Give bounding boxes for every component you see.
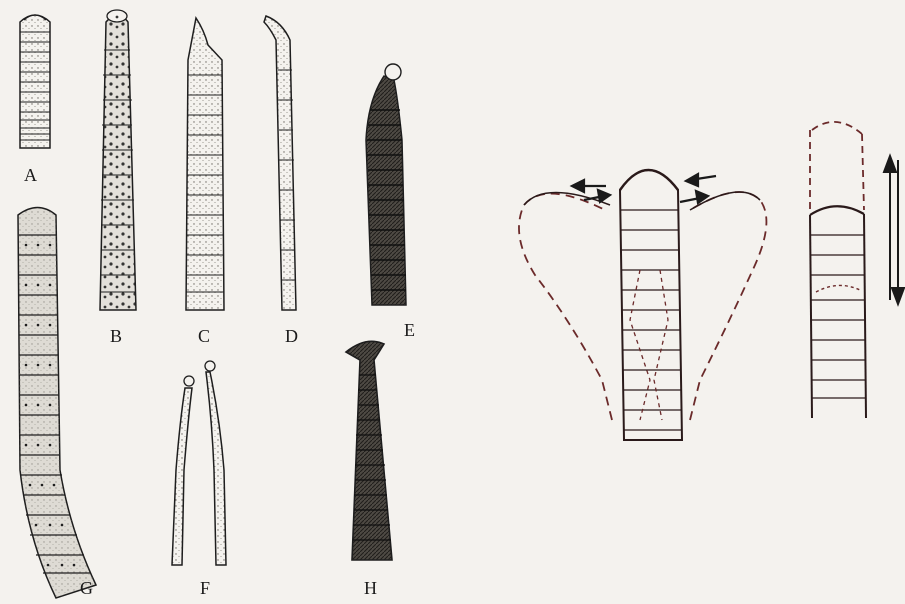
label-c: C (198, 326, 210, 347)
arrows-out (572, 174, 716, 203)
specimen-h (346, 341, 392, 560)
label-a: A (24, 165, 37, 186)
label-h: H (364, 578, 377, 599)
double-arrow (884, 156, 904, 304)
label-e: E (404, 320, 415, 341)
specimen-b (100, 10, 136, 310)
label-d: D (285, 326, 298, 347)
label-g: G (80, 578, 93, 599)
label-b: B (110, 326, 122, 347)
specimen-e (366, 64, 406, 305)
specimen-d (264, 16, 296, 310)
tentacle-retraction-diagram (810, 122, 904, 418)
tentacle-extension-diagram (519, 170, 766, 440)
specimen-c (186, 18, 224, 310)
specimen-f (172, 361, 226, 565)
specimen-a (20, 15, 50, 148)
specimen-g (18, 208, 96, 599)
label-f: F (200, 578, 210, 599)
